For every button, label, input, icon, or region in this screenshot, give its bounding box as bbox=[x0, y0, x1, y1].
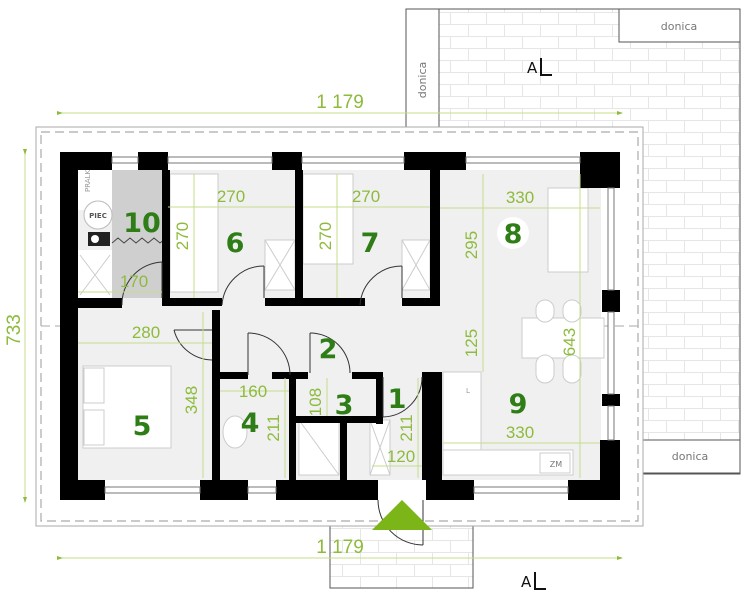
room-number-10: 10 bbox=[123, 208, 161, 239]
room-number-8: 8 bbox=[504, 219, 523, 250]
fridge-label: ZM bbox=[550, 460, 562, 469]
room-number-2: 2 bbox=[319, 334, 338, 365]
planter-top-right-label: donica bbox=[661, 20, 698, 33]
room-8-depth: 295 bbox=[462, 231, 481, 259]
windows bbox=[104, 156, 615, 494]
chimney-zigzag bbox=[111, 237, 167, 244]
room-6-width: 270 bbox=[217, 187, 245, 206]
sink-label: L bbox=[466, 387, 470, 395]
room-number-6: 6 bbox=[226, 228, 245, 259]
room-1-width: 120 bbox=[387, 447, 415, 466]
room-number-9: 9 bbox=[509, 389, 528, 420]
planter-left-label: donica bbox=[416, 62, 429, 99]
room-number-4: 4 bbox=[241, 408, 260, 439]
room-number-1: 1 bbox=[388, 384, 407, 415]
hall-depth: 125 bbox=[462, 329, 481, 357]
room-1-depth: 211 bbox=[397, 414, 416, 441]
room-8-badge bbox=[497, 217, 529, 249]
dimension-lines bbox=[23, 111, 623, 560]
section-marker-bottom: A bbox=[521, 572, 546, 591]
planter-bottom-right-label: donica bbox=[672, 450, 709, 463]
svg-text:A: A bbox=[527, 59, 538, 77]
room-9-depth: 643 bbox=[560, 328, 579, 356]
overall-depth: 733 bbox=[4, 314, 25, 346]
boiler-room-floor bbox=[112, 170, 162, 298]
svg-text:A: A bbox=[521, 573, 532, 591]
room-5-width: 280 bbox=[132, 323, 160, 342]
room-4-width: 160 bbox=[239, 382, 267, 401]
room-number-7: 7 bbox=[361, 228, 380, 259]
stove-label: PIEC bbox=[89, 212, 107, 220]
doors bbox=[121, 261, 424, 546]
stove-icon bbox=[83, 200, 113, 230]
walls bbox=[60, 152, 620, 500]
room-9-width: 330 bbox=[506, 423, 534, 442]
planter-top-right bbox=[618, 8, 741, 43]
room-8-width: 330 bbox=[506, 188, 534, 207]
room-7-width: 270 bbox=[352, 187, 380, 206]
section-marker-top: A bbox=[527, 58, 552, 77]
room-4-depth: 211 bbox=[264, 414, 283, 441]
overall-width-bottom: 1 179 bbox=[316, 537, 364, 558]
room-10-width: 170 bbox=[120, 272, 148, 291]
overall-width-top: 1 179 bbox=[316, 92, 364, 113]
room-7-depth: 270 bbox=[316, 222, 335, 250]
room-number-3: 3 bbox=[335, 390, 354, 421]
entrance-arrow-icon bbox=[372, 500, 432, 530]
room-5-depth: 348 bbox=[182, 386, 201, 414]
washer-label: PRALKA bbox=[84, 165, 92, 192]
room-6-depth: 270 bbox=[173, 222, 192, 250]
room-number-5: 5 bbox=[133, 411, 152, 442]
room-3-depth: 108 bbox=[306, 388, 325, 416]
planter-bottom-right bbox=[642, 439, 741, 474]
